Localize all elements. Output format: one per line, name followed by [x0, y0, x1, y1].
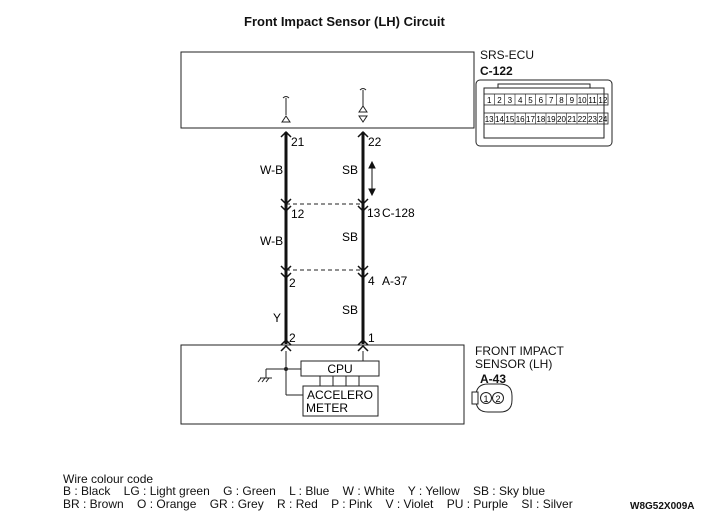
- figure-code: W8G52X009A: [630, 501, 695, 512]
- ecu-connector-pin-6: 6: [539, 96, 544, 105]
- ecu-connector-pin-14: 14: [495, 115, 504, 124]
- cpu-accel-links: [319, 376, 360, 386]
- ecu-connector-pin-13: 13: [485, 115, 494, 124]
- ecu-connector-pin-22: 22: [578, 115, 587, 124]
- ecu-connector-pin-9: 9: [570, 96, 575, 105]
- accelerometer-label-line2: METER: [306, 401, 348, 415]
- ecu-connector-pin-7: 7: [549, 96, 554, 105]
- ecu-connector-pin-10: 10: [578, 96, 587, 105]
- ecu-connector-pin-12: 12: [598, 96, 607, 105]
- twisted-pair-arrow-icon: [368, 160, 376, 197]
- wire-color-left-2: W-B: [260, 234, 283, 248]
- sensor-connector-label: A-43: [480, 372, 507, 386]
- connector-c128-chevrons: [280, 198, 369, 213]
- wire-color-left-3: Y: [273, 311, 281, 325]
- sensor-terminal-arrows: [280, 338, 369, 352]
- a37-right-pin: 4: [368, 274, 375, 288]
- sensor-pin-2-label: 2: [289, 331, 296, 345]
- ecu-connector-pin-18: 18: [536, 115, 545, 124]
- ecu-connector-pin-16: 16: [516, 115, 525, 124]
- diagram-title: Front Impact Sensor (LH) Circuit: [244, 14, 445, 29]
- legend-heading: Wire colour code: [63, 472, 154, 486]
- a37-left-pin: 2: [289, 276, 296, 290]
- a37-connector-name: A-37: [382, 274, 408, 288]
- legend-line-2: BR : Brown O : Orange GR : Grey R : Red …: [63, 497, 573, 511]
- ecu-pin-21-label: 21: [291, 135, 305, 149]
- accelerometer-box: [302, 385, 379, 417]
- ecu-connector-pin-20: 20: [557, 115, 566, 124]
- ecu-connector-pin-21: 21: [567, 115, 576, 124]
- ecu-connector-label: C-122: [480, 64, 513, 78]
- ecu-connector-pin-11: 11: [588, 96, 597, 105]
- legend-line-1: B : Black LG : Light green G : Green L :…: [63, 484, 545, 498]
- ecu-connector-pin-4: 4: [518, 96, 523, 105]
- sensor-internal-wiring: [266, 351, 364, 396]
- sensor-name-line2: SENSOR (LH): [475, 357, 553, 371]
- wire-color-right-2: SB: [342, 230, 358, 244]
- ecu-terminal-arrows: [280, 130, 369, 138]
- ecu-connector-pin-5: 5: [528, 96, 533, 105]
- sensor-name-line1: FRONT IMPACT: [475, 344, 564, 358]
- ecu-connector-pin-24: 24: [598, 115, 607, 124]
- wire-color-right-1: SB: [342, 163, 358, 177]
- ecu-terminal-22-icon: [358, 88, 368, 123]
- ecu-pin-22-label: 22: [368, 135, 382, 149]
- ecu-connector-pin-8: 8: [559, 96, 564, 105]
- ecu-connector-pin-1: 1: [487, 96, 492, 105]
- sensor-connector-pin-1: 1: [483, 394, 488, 404]
- wire-color-left-1: W-B: [260, 163, 283, 177]
- c128-connector-name: C-128: [382, 206, 415, 220]
- sensor-box: [180, 344, 465, 425]
- ecu-terminal-21-icon: [281, 96, 291, 123]
- ecu-connector-pin-15: 15: [505, 115, 514, 124]
- ground-icon: [257, 369, 272, 383]
- ecu-connector-pin-17: 17: [526, 115, 535, 124]
- ecu-connector-pin-2: 2: [497, 96, 502, 105]
- c128-right-pin: 13: [367, 206, 381, 220]
- sensor-connector-pin-2: 2: [495, 394, 500, 404]
- cpu-label: CPU: [327, 362, 352, 376]
- sensor-pin-1-label: 1: [368, 331, 375, 345]
- ecu-connector-pin-19: 19: [547, 115, 556, 124]
- connector-a37-chevrons: [280, 265, 369, 280]
- ecu-connector-pin-23: 23: [588, 115, 597, 124]
- ecu-connector-pin-3: 3: [508, 96, 513, 105]
- ecu-name: SRS-ECU: [480, 48, 535, 62]
- accelerometer-label-line1: ACCELERO: [307, 388, 373, 402]
- wire-color-right-3: SB: [342, 303, 358, 317]
- sensor-connector-icon: 1 2: [471, 383, 513, 413]
- c128-left-pin: 12: [291, 207, 305, 221]
- ecu-box: [180, 51, 475, 129]
